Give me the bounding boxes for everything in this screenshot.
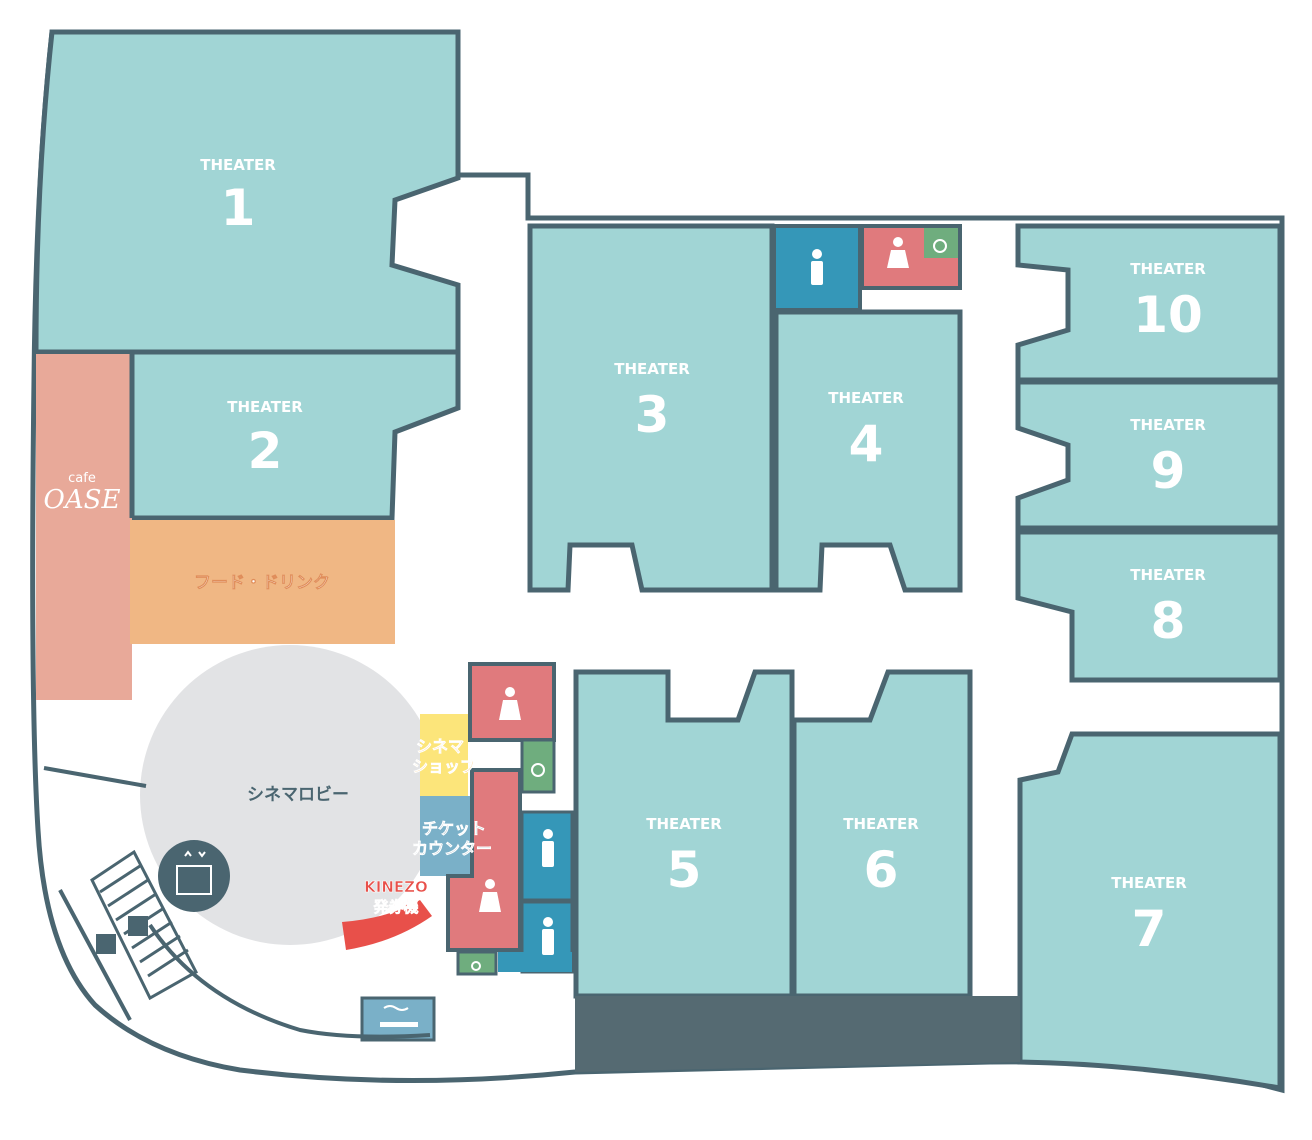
wheelchair-icon: [471, 239, 947, 971]
ticket-counter-area[interactable]: [420, 796, 470, 876]
theater-6-number: 6: [864, 841, 899, 899]
cinema-shop-area[interactable]: [420, 714, 468, 796]
female-restroom-icon: [479, 237, 909, 912]
dark-service-block: [575, 996, 1020, 1072]
ticket-counter-label-2: カウンター: [412, 839, 492, 858]
theater-5-room[interactable]: [573, 669, 795, 999]
theater-5-number: 5: [667, 841, 702, 899]
kinezo-kiosk[interactable]: [342, 900, 432, 950]
no-escalator-icon: [96, 934, 116, 954]
theater-5-label: THEATER: [646, 815, 722, 833]
theater-9-number: 9: [1151, 442, 1186, 500]
theater-4-label: THEATER: [828, 389, 904, 407]
theater-10-number: 10: [1133, 286, 1203, 344]
lobby-curve-wall: [148, 923, 431, 1039]
theater-1-number: 1: [221, 179, 256, 237]
theater-6-label: THEATER: [843, 815, 919, 833]
lobby-wall-lower: [58, 889, 132, 1021]
theater-2-label: THEATER: [227, 398, 303, 416]
theater-2-number: 2: [248, 422, 283, 480]
lobby-wall-upper: [43, 766, 147, 788]
kinezo-label-1: KINEZO: [364, 878, 428, 896]
theater-1-label: THEATER: [200, 156, 276, 174]
cafe-name-label: OASE: [44, 485, 121, 515]
theater-7-room[interactable]: [1017, 731, 1283, 1091]
cinema-shop-label-1: シネマ: [416, 737, 464, 756]
theater-7-label: THEATER: [1111, 874, 1187, 892]
theater-4-number: 4: [849, 415, 884, 473]
theater-7-number: 7: [1132, 900, 1167, 958]
cinema-shop-label-2: ショップ: [412, 757, 477, 776]
theater-9-label: THEATER: [1130, 416, 1206, 434]
male-restroom-icon: [542, 249, 823, 955]
theater-10-room[interactable]: [1015, 223, 1283, 383]
theater-9-room[interactable]: [1015, 379, 1283, 531]
theater-3-number: 3: [635, 386, 670, 444]
restroom-male-strip: [498, 952, 572, 972]
ticket-counter-label-1: チケット: [422, 819, 486, 838]
cafe-lower-block: [36, 640, 78, 700]
elevator-figure: [176, 850, 212, 895]
theater-10-label: THEATER: [1130, 260, 1206, 278]
food-drink-label: フード・ドリンク: [194, 573, 330, 593]
theater-3-room[interactable]: [527, 223, 775, 593]
theater-8-label: THEATER: [1130, 566, 1206, 584]
elevator-icon[interactable]: [158, 840, 230, 912]
kinezo-label-2: 発券機: [372, 898, 418, 916]
restroom-female-lower[interactable]: [446, 768, 522, 952]
lobby-label: シネマロビー: [247, 785, 349, 805]
theater-6-room[interactable]: [791, 669, 973, 999]
restroom-female-upper[interactable]: [468, 662, 556, 742]
accessible-restroom-mid[interactable]: [520, 738, 556, 794]
theater-8-number: 8: [1151, 592, 1186, 650]
escalator-icon: [128, 916, 148, 936]
theater-1-room[interactable]: [33, 29, 461, 355]
accessible-restroom-top[interactable]: [924, 228, 958, 258]
theater-8-room[interactable]: [1015, 529, 1283, 683]
food-drink-area[interactable]: [130, 520, 395, 644]
theater-4-room[interactable]: [773, 309, 963, 593]
smoking-icon: [380, 1005, 418, 1027]
theater-3-label: THEATER: [614, 360, 690, 378]
cafe-small-label: cafe: [68, 471, 96, 486]
smoking-room[interactable]: [360, 996, 436, 1042]
